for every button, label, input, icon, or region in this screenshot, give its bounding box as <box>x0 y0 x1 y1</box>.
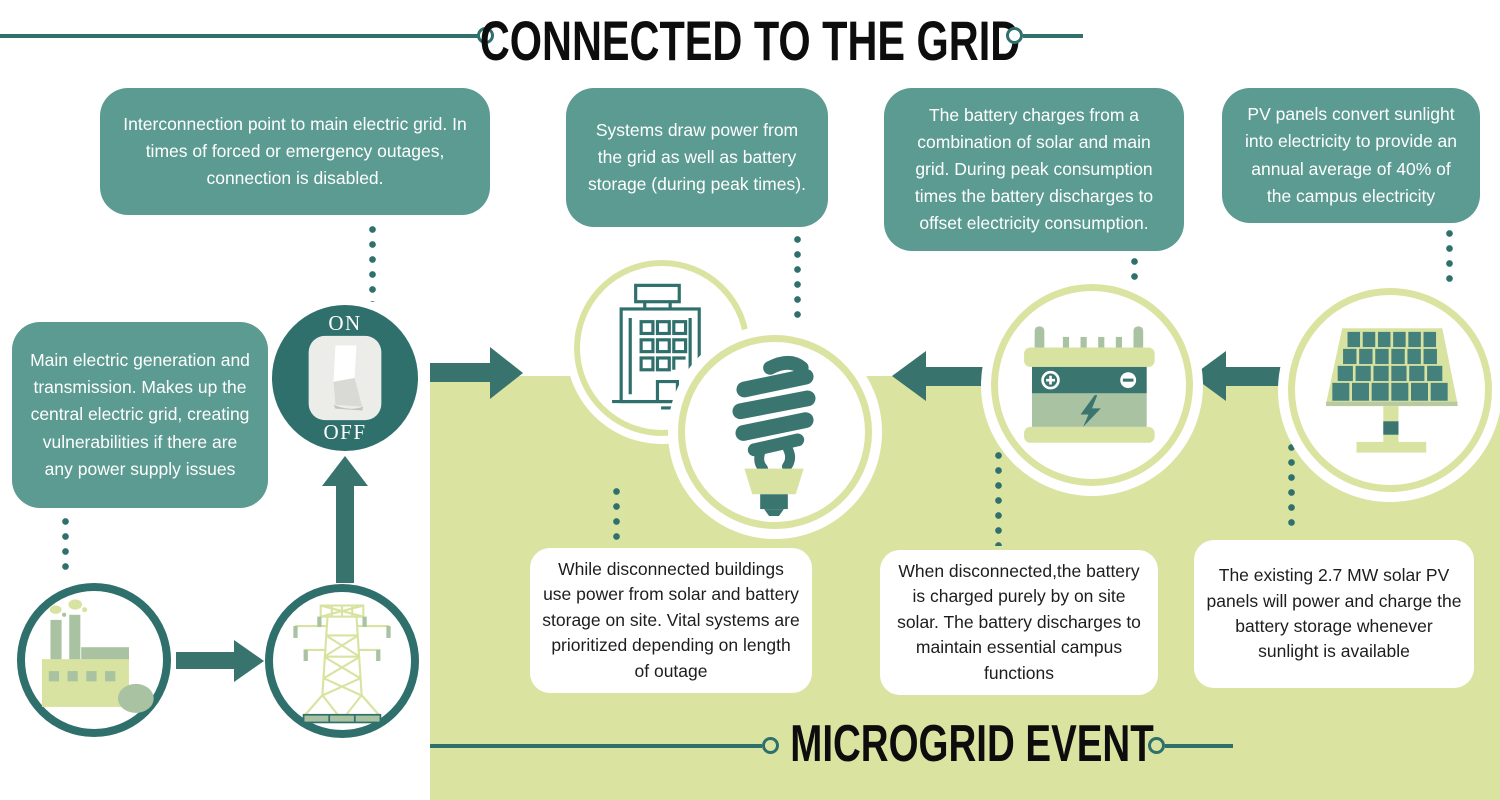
arrow-solar-to-battery-shaft <box>1226 367 1286 386</box>
dotted-connector-building-bottom <box>613 484 620 546</box>
arrow-factory-to-tower-shaft <box>176 652 234 669</box>
arrow-tower-to-switch-head <box>322 456 368 486</box>
solar-panel-icon <box>1326 328 1458 453</box>
callout-systems-draw-power: Systems draw power from the grid as well… <box>566 88 828 227</box>
arrow-tower-to-switch-shaft <box>336 486 354 583</box>
battery-circle <box>991 284 1193 486</box>
callout-systems-text: Systems draw power from the grid as well… <box>588 119 806 195</box>
section-title-microgrid: MICROGRID EVENT <box>790 715 1154 773</box>
callout-main-generation: Main electric generation and transmissio… <box>12 322 268 508</box>
callout-disconnected-battery-text: When disconnected,the battery is charged… <box>897 561 1141 683</box>
solar-panel-circle <box>1288 288 1492 492</box>
callout-pv-panels: PV panels convert sunlight into electric… <box>1222 88 1480 223</box>
dotted-connector-solar-top <box>1446 226 1453 288</box>
callout-battery-charges: The battery charges from a combination o… <box>884 88 1184 251</box>
arrow-solar-to-battery-head <box>1192 351 1226 401</box>
bottom-title-right-ring <box>1148 737 1165 754</box>
dotted-connector-solar-bottom <box>1288 440 1295 534</box>
top-title-left-ring <box>477 27 494 44</box>
callout-interconnection: Interconnection point to main electric g… <box>100 88 490 215</box>
arrow-battery-to-bulb-head <box>892 351 926 401</box>
lightbulb-circle <box>678 335 872 529</box>
callout-pv-text: PV panels convert sunlight into electric… <box>1244 104 1458 206</box>
building-icon <box>612 283 718 410</box>
callout-disconnected-buildings: While disconnected buildings use power f… <box>530 548 812 693</box>
callout-main-generation-text: Main electric generation and transmissio… <box>30 350 250 479</box>
dotted-connector-battery-bottom <box>995 448 1002 546</box>
transmission-tower-icon <box>293 604 391 724</box>
switch-on-label: ON <box>328 311 362 335</box>
power-plant-circle <box>17 583 171 737</box>
callout-battery-text: The battery charges from a combination o… <box>914 104 1154 234</box>
bottom-title-right-rule <box>1165 744 1233 748</box>
bottom-title-left-ring <box>762 737 779 754</box>
transmission-tower-circle <box>265 584 419 738</box>
power-plant-icon <box>41 599 154 713</box>
toggle-switch-icon <box>308 335 382 421</box>
arrow-battery-to-bulb-shaft <box>926 367 990 386</box>
dotted-connector-bulb-top <box>794 232 801 324</box>
grid-switch-circle: ON OFF <box>272 305 418 451</box>
dotted-connector-battery-top <box>1131 254 1138 288</box>
callout-disconnected-buildings-text: While disconnected buildings use power f… <box>542 559 800 681</box>
battery-icon <box>1024 326 1155 443</box>
arrow-switch-to-building-head <box>490 347 523 399</box>
top-title-right-rule <box>1023 34 1083 38</box>
cfl-bulb-icon <box>732 355 816 516</box>
top-title-right-ring <box>1006 27 1023 44</box>
switch-off-label: OFF <box>323 420 367 444</box>
bottom-title-left-rule <box>430 744 762 748</box>
callout-interconnection-text: Interconnection point to main electric g… <box>123 113 467 189</box>
dotted-connector-switch <box>369 222 376 302</box>
callout-existing-solar-text: The existing 2.7 MW solar PV panels will… <box>1206 565 1462 662</box>
callout-disconnected-battery: When disconnected,the battery is charged… <box>880 550 1158 695</box>
top-title-left-rule <box>0 34 479 38</box>
section-title-connected: CONNECTED TO THE GRID <box>479 9 1021 72</box>
dotted-connector-factory <box>62 514 69 578</box>
callout-existing-solar: The existing 2.7 MW solar PV panels will… <box>1194 540 1474 688</box>
arrow-switch-to-building-shaft <box>430 363 490 382</box>
arrow-factory-to-tower-head <box>234 640 264 682</box>
